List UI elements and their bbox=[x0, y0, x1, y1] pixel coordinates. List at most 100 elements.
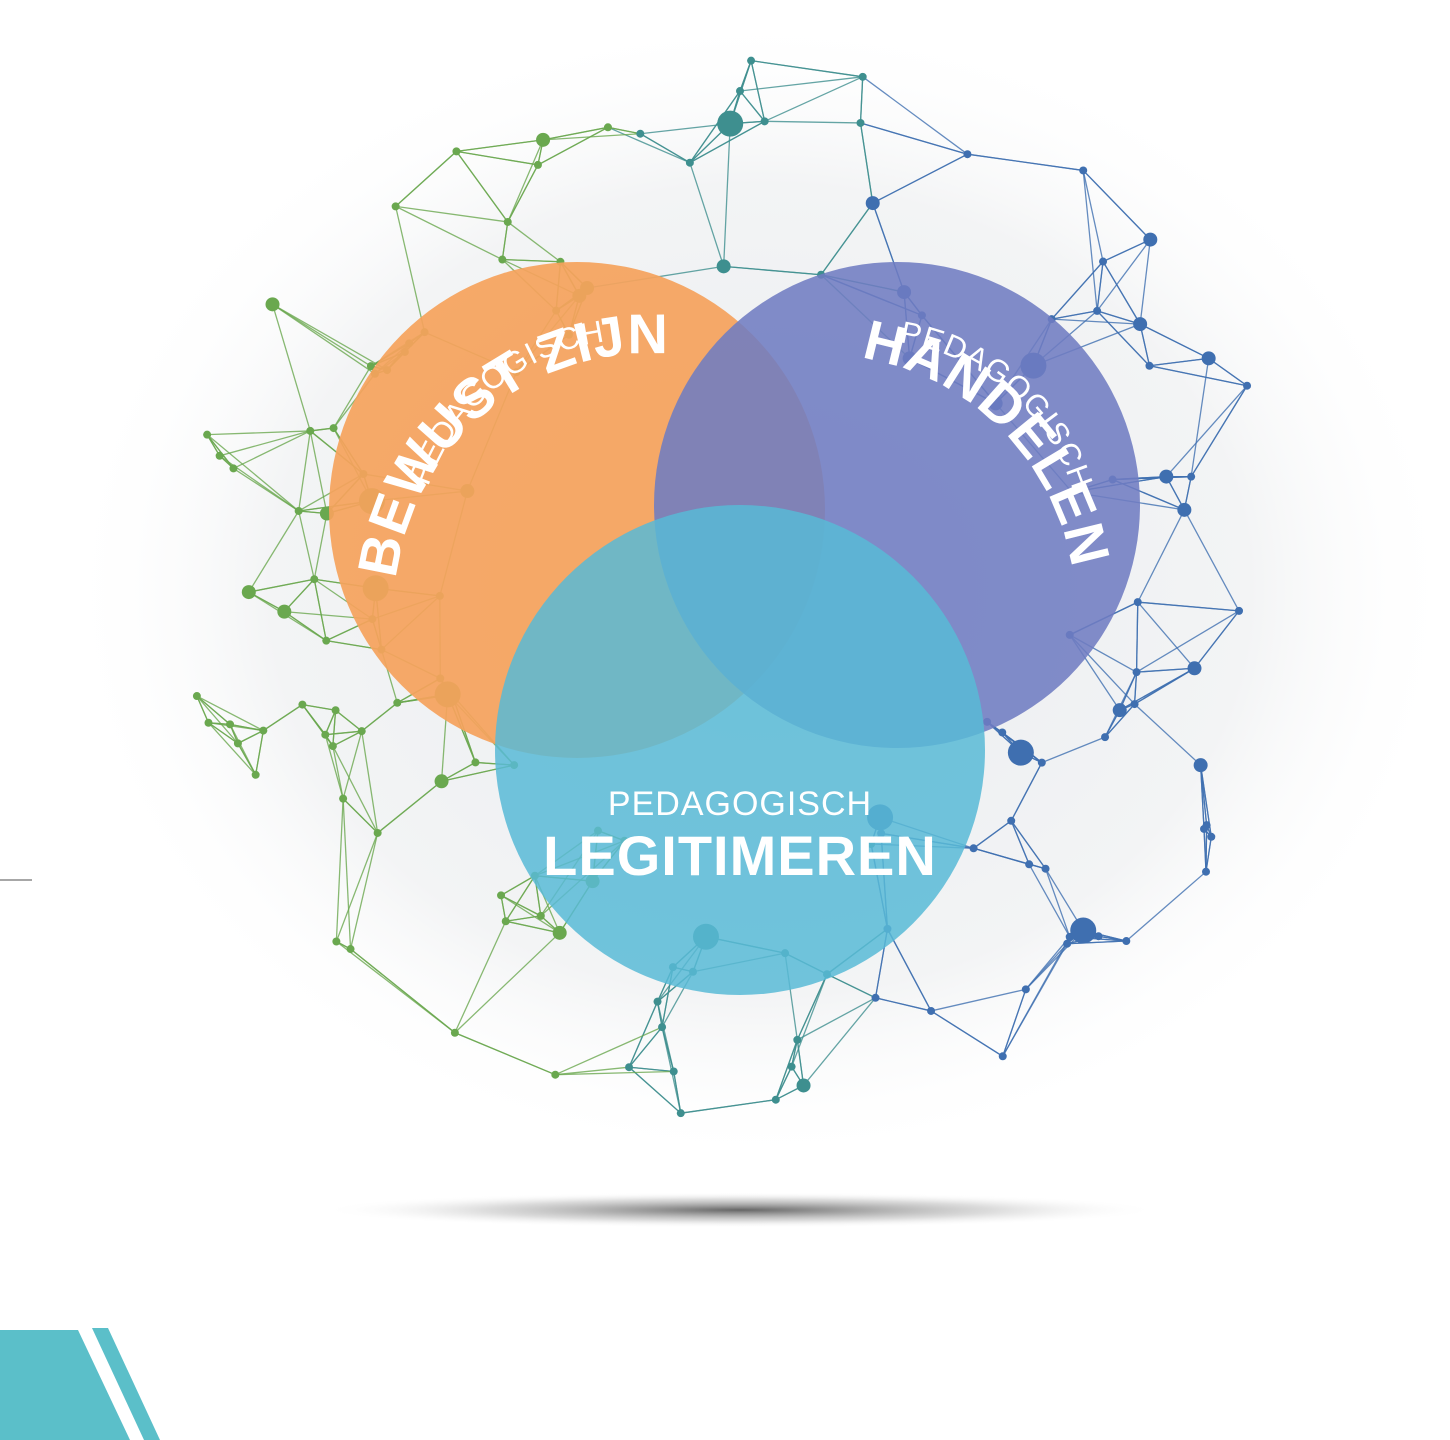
network-edge bbox=[862, 76, 968, 155]
network-edge bbox=[206, 434, 234, 469]
network-edge bbox=[324, 709, 337, 735]
network-edge bbox=[820, 202, 874, 276]
network-edge bbox=[764, 76, 863, 122]
network-edge bbox=[1137, 601, 1195, 669]
network-node bbox=[434, 774, 449, 789]
network-node bbox=[310, 575, 319, 584]
network-node bbox=[685, 158, 694, 167]
network-edge bbox=[723, 265, 822, 276]
network-node bbox=[1207, 832, 1216, 841]
network-edge bbox=[1139, 323, 1151, 366]
network-node bbox=[339, 794, 348, 803]
network-edge bbox=[505, 875, 536, 922]
network-edge bbox=[272, 303, 372, 367]
network-edge bbox=[377, 780, 442, 834]
network-edge bbox=[1137, 601, 1240, 612]
network-edge bbox=[361, 731, 379, 834]
network-node bbox=[865, 196, 880, 211]
network-edge bbox=[607, 126, 641, 135]
network-edge bbox=[689, 120, 765, 164]
network-edge bbox=[1010, 820, 1047, 870]
network-edge bbox=[1139, 323, 1209, 359]
network-node bbox=[501, 917, 510, 926]
network-edge bbox=[967, 153, 1084, 172]
network-node bbox=[871, 993, 880, 1002]
network-node bbox=[1063, 939, 1072, 948]
network-edge bbox=[537, 126, 609, 166]
network-node bbox=[332, 937, 341, 946]
network-node bbox=[366, 362, 375, 371]
network-node bbox=[658, 1023, 667, 1032]
network-edge bbox=[1096, 310, 1141, 325]
network-edge bbox=[454, 932, 561, 1034]
network-edge bbox=[1051, 261, 1104, 320]
network-node bbox=[1007, 816, 1016, 825]
network-edge bbox=[930, 988, 1026, 1012]
network-node bbox=[265, 297, 280, 312]
network-node bbox=[1201, 351, 1216, 366]
network-edge bbox=[872, 153, 968, 204]
network-node bbox=[259, 726, 268, 735]
network-node bbox=[625, 1063, 634, 1072]
network-node bbox=[329, 424, 338, 433]
network-edge bbox=[505, 920, 560, 934]
network-node bbox=[787, 1062, 796, 1071]
network-edge bbox=[342, 798, 379, 834]
network-node bbox=[1094, 932, 1103, 941]
network-node bbox=[1202, 821, 1211, 830]
network-edge bbox=[196, 695, 239, 744]
network-edge bbox=[302, 703, 336, 711]
network-node bbox=[1193, 758, 1208, 773]
network-edge bbox=[454, 920, 507, 1034]
network-node bbox=[1133, 598, 1142, 607]
network-edge bbox=[271, 304, 311, 432]
network-edge bbox=[456, 150, 539, 166]
network-node bbox=[393, 698, 402, 707]
network-edge bbox=[680, 1099, 776, 1114]
network-edge bbox=[1082, 169, 1151, 241]
network-edge bbox=[262, 704, 303, 732]
network-edge bbox=[237, 743, 257, 776]
network-edge bbox=[1125, 871, 1207, 942]
network-edge bbox=[555, 1026, 663, 1076]
network-edge bbox=[502, 258, 561, 263]
network-edge bbox=[298, 430, 311, 512]
network-node bbox=[716, 259, 731, 274]
network-edge bbox=[607, 126, 691, 164]
network-edge bbox=[272, 303, 388, 371]
network-edge bbox=[332, 745, 379, 834]
network-edge bbox=[803, 997, 877, 1086]
network-node bbox=[322, 636, 331, 645]
network-edge bbox=[791, 973, 828, 1067]
network-node bbox=[331, 706, 340, 715]
network-edge bbox=[628, 1001, 659, 1068]
network-edge bbox=[283, 578, 315, 613]
network-edge bbox=[973, 820, 1012, 849]
corner-accent-shape bbox=[0, 1330, 130, 1440]
network-node bbox=[793, 1035, 802, 1044]
network-edge bbox=[860, 122, 968, 155]
network-edge bbox=[207, 430, 311, 436]
network-edge bbox=[542, 126, 609, 141]
corner-accent-stripe bbox=[92, 1328, 160, 1440]
network-edge bbox=[797, 997, 876, 1041]
network-edge bbox=[1044, 868, 1071, 938]
network-edge bbox=[628, 1066, 682, 1114]
network-node bbox=[735, 87, 744, 96]
network-node bbox=[294, 506, 303, 515]
network-edge bbox=[255, 730, 264, 775]
network-node bbox=[636, 129, 645, 138]
network-edge bbox=[1136, 610, 1240, 673]
network-edge bbox=[332, 730, 363, 747]
network-node bbox=[1037, 758, 1046, 767]
network-edge bbox=[1002, 989, 1027, 1057]
network-node bbox=[328, 742, 337, 751]
network-node bbox=[251, 770, 260, 779]
network-node bbox=[1187, 661, 1202, 676]
network-edge bbox=[1149, 357, 1209, 367]
network-edge bbox=[248, 510, 300, 593]
network-node bbox=[471, 758, 480, 767]
network-edge bbox=[206, 434, 300, 512]
network-edge bbox=[1136, 667, 1195, 673]
network-edge bbox=[349, 832, 379, 950]
